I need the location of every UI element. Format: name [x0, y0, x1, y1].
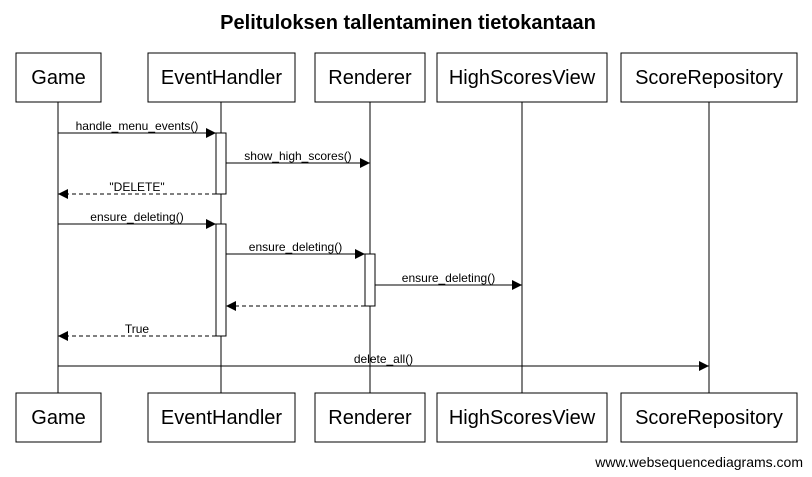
participant-label-renderer-top: Renderer: [328, 67, 412, 89]
participant-label-game-bottom: Game: [31, 407, 85, 429]
message-label-1: handle_menu_events(): [76, 119, 199, 133]
participant-label-eventhandler-bottom: EventHandler: [161, 407, 283, 429]
message-label-3: "DELETE": [109, 180, 164, 194]
activations: [215, 132, 376, 337]
participant-box-game-top: [15, 52, 102, 103]
participant-box-scorerepository-bottom: [620, 392, 798, 443]
messages: handle_menu_events() show_high_scores() "D…: [58, 119, 709, 371]
activation-eventhandler-1: [215, 132, 227, 195]
participant-boxes-top: Game EventHandler Renderer HighScoresView Sc…: [15, 52, 798, 103]
participant-label-highscoresview-top: HighScoresView: [449, 67, 596, 89]
participant-label-highscoresview-bottom: HighScoresView: [449, 407, 596, 429]
participant-box-renderer-top: [314, 52, 426, 103]
participant-box-renderer-bottom: [314, 392, 426, 443]
message-label-6: ensure_deleting(): [402, 271, 495, 285]
message-label-5: ensure_deleting(): [249, 240, 342, 254]
activation-eventhandler-2: [215, 223, 227, 337]
message-label-9: delete_all(): [354, 352, 413, 366]
participant-box-scorerepository-top: [620, 52, 798, 103]
diagram-title: Pelituloksen tallentaminen tietokantaan: [220, 12, 596, 34]
message-label-8: True: [125, 322, 150, 336]
participant-label-eventhandler-top: EventHandler: [161, 67, 283, 89]
lifelines: [57, 102, 710, 393]
activation-renderer-1: [364, 253, 376, 307]
participant-boxes-bottom: Game EventHandler Renderer HighScoresView Sc…: [15, 392, 798, 443]
message-label-2: show_high_scores(): [244, 149, 351, 163]
participant-box-game-bottom: [15, 392, 102, 443]
participant-box-eventhandler-bottom: [147, 392, 296, 443]
participant-box-highscoresview-bottom: [436, 392, 608, 443]
participant-box-eventhandler-top: [147, 52, 296, 103]
participant-label-scorerepository-bottom: ScoreRepository: [635, 407, 783, 429]
participant-label-game-top: Game: [31, 67, 85, 89]
participant-label-renderer-bottom: Renderer: [328, 407, 412, 429]
message-label-4: ensure_deleting(): [90, 210, 183, 224]
footer-credit: www.websequencediagrams.com: [594, 454, 803, 470]
participant-label-scorerepository-top: ScoreRepository: [635, 67, 783, 89]
participant-box-highscoresview-top: [436, 52, 608, 103]
